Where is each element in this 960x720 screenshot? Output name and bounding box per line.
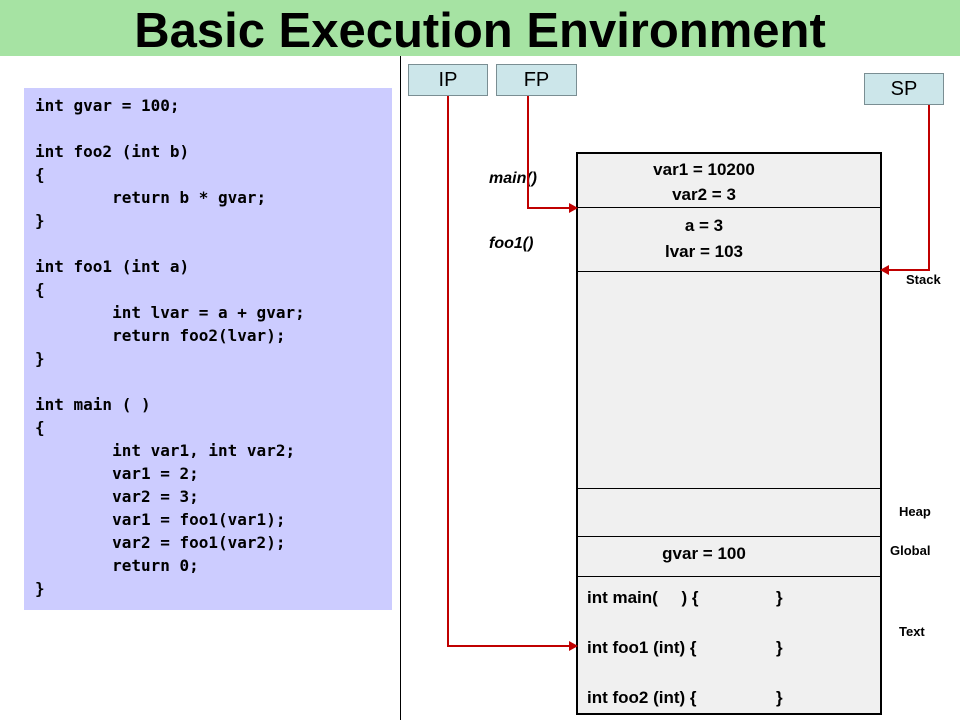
ip-arrow (447, 96, 571, 647)
code-line: var1 = foo1(var1); (35, 510, 286, 529)
code-line: { (35, 280, 45, 299)
heap-label: Heap (899, 504, 931, 519)
stack-label: Stack (906, 272, 941, 287)
sp-arrowhead (880, 265, 889, 275)
code-line: var2 = foo1(var2); (35, 533, 286, 552)
code-listing (24, 88, 392, 610)
global-gvar: gvar = 100 (662, 544, 746, 563)
foo1-frame-label: foo1() (489, 235, 534, 252)
main-var2: var2 = 3 (672, 185, 736, 204)
code-line: int main ( ) (35, 395, 151, 414)
text-foo2-sig: int foo2 (int) { (587, 688, 697, 707)
global-divider (578, 536, 880, 537)
frame-divider (578, 207, 880, 208)
text-label: Text (899, 624, 925, 639)
code-line: } (35, 211, 45, 230)
global-label: Global (890, 543, 931, 558)
main-frame-label: main() (489, 170, 537, 187)
foo1-lvar: lvar = 103 (665, 242, 743, 261)
sp-arrow (887, 105, 930, 271)
text-foo1-sig: int foo1 (int) { (587, 638, 697, 657)
code-line: int lvar = a + gvar; (35, 303, 305, 322)
text-foo1-close: } (776, 638, 783, 657)
fp-register: FP (496, 64, 577, 96)
code-line: return 0; (35, 556, 199, 575)
foo1-a: a = 3 (684, 216, 724, 235)
code-line: } (35, 579, 45, 598)
code-line: { (35, 165, 45, 184)
code-line: var1 = 2; (35, 464, 199, 483)
code-line: { (35, 418, 45, 437)
slide-title: Basic Execution Environment (134, 4, 826, 58)
code-line: int foo2 (int b) (35, 142, 190, 161)
code-line: } (35, 349, 45, 368)
code-line: return b * gvar; (35, 188, 267, 207)
divider (400, 56, 401, 720)
text-main-close: } (776, 588, 783, 607)
stack-top-divider (578, 271, 880, 272)
text-foo2-close: } (776, 688, 783, 707)
memory-layout (576, 152, 882, 715)
code-line: int var1, int var2; (35, 441, 296, 460)
code-line: int gvar = 100; (35, 96, 180, 115)
title-bar (0, 0, 960, 56)
fp-arrow (527, 96, 571, 209)
main-var1: var1 = 10200 (653, 160, 755, 179)
sp-register: SP (864, 73, 944, 105)
heap-divider (578, 488, 880, 489)
code-line: int foo1 (int a) (35, 257, 190, 276)
code-line: return foo2(lvar); (35, 326, 286, 345)
ip-register: IP (408, 64, 488, 96)
ip-arrowhead (569, 641, 578, 651)
code-line: var2 = 3; (35, 487, 199, 506)
fp-arrowhead (569, 203, 578, 213)
text-divider (578, 576, 880, 577)
text-main-sig: int main( ) { (587, 588, 699, 607)
